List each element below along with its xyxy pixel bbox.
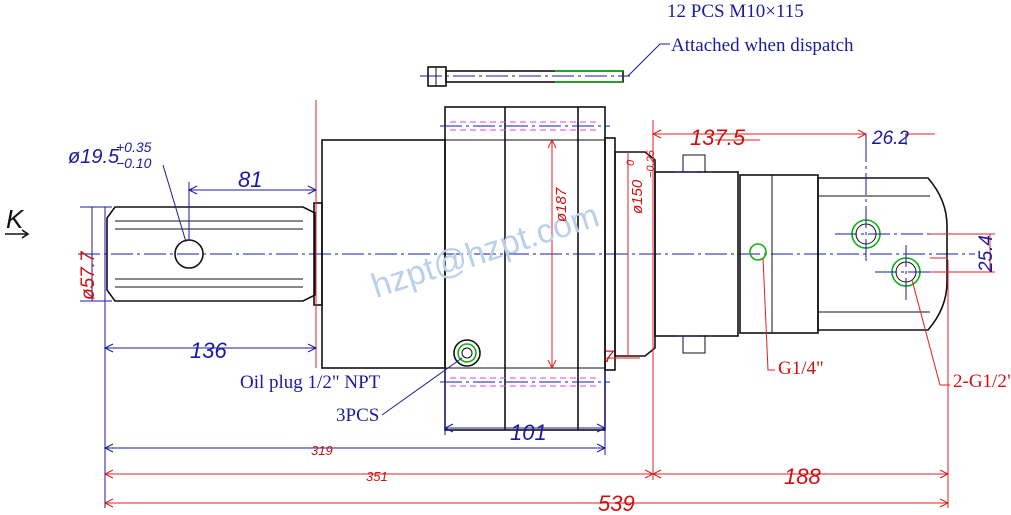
- port-large-label: 2-G1/2": [953, 371, 1011, 392]
- bolt-quantity-note: 12 PCS M10×115: [667, 1, 804, 22]
- view-label: K: [6, 204, 25, 234]
- body-length-dim: 319: [311, 443, 333, 458]
- pilot-diameter-dim: ø150: [629, 179, 646, 214]
- port-small-label: G1/4": [778, 358, 824, 379]
- motor-total-dim: 188: [784, 464, 821, 489]
- dimension-lines: [80, 129, 995, 508]
- pilot-tol-lower: −0.25: [645, 149, 657, 178]
- extension-lines: [104, 120, 949, 508]
- pilot-depth-dim: 7: [604, 347, 614, 366]
- hex-diameter-dim: ø57.7: [78, 250, 99, 300]
- flange-length-dim: 101: [510, 420, 547, 445]
- keyway-dim: 81: [238, 167, 262, 192]
- oil-plug-quantity: 3PCS: [336, 405, 379, 426]
- motor-length-dim: 137.5: [690, 125, 746, 150]
- oil-plug-note: Oil plug 1/2" NPT: [240, 372, 381, 393]
- hydraulic-motor: [739, 140, 950, 334]
- shaft-tol-lower: −0.10: [116, 155, 152, 171]
- view-arrow-k: [5, 229, 30, 239]
- shaft-tol-upper: +0.35: [116, 139, 152, 155]
- attached-bolt: [420, 66, 630, 87]
- overall-length-dim: 539: [598, 491, 635, 515]
- shaft-length-dim: 136: [190, 338, 227, 363]
- leader-lines: [162, 43, 950, 416]
- attached-note: Attached when dispatch: [671, 35, 854, 56]
- adapter-pilot: [614, 151, 739, 357]
- port-offset-y-dim: 25.4: [976, 235, 997, 273]
- port-offset-x-dim: 26.2: [871, 128, 909, 149]
- flange-diameter-dim: ø187: [553, 187, 570, 222]
- pilot-tol-upper: 0: [625, 159, 637, 166]
- mount-length-dim: 351: [366, 469, 388, 484]
- shaft-diameter-dim: ø19.5: [68, 146, 120, 168]
- hex-shaft: [106, 202, 323, 306]
